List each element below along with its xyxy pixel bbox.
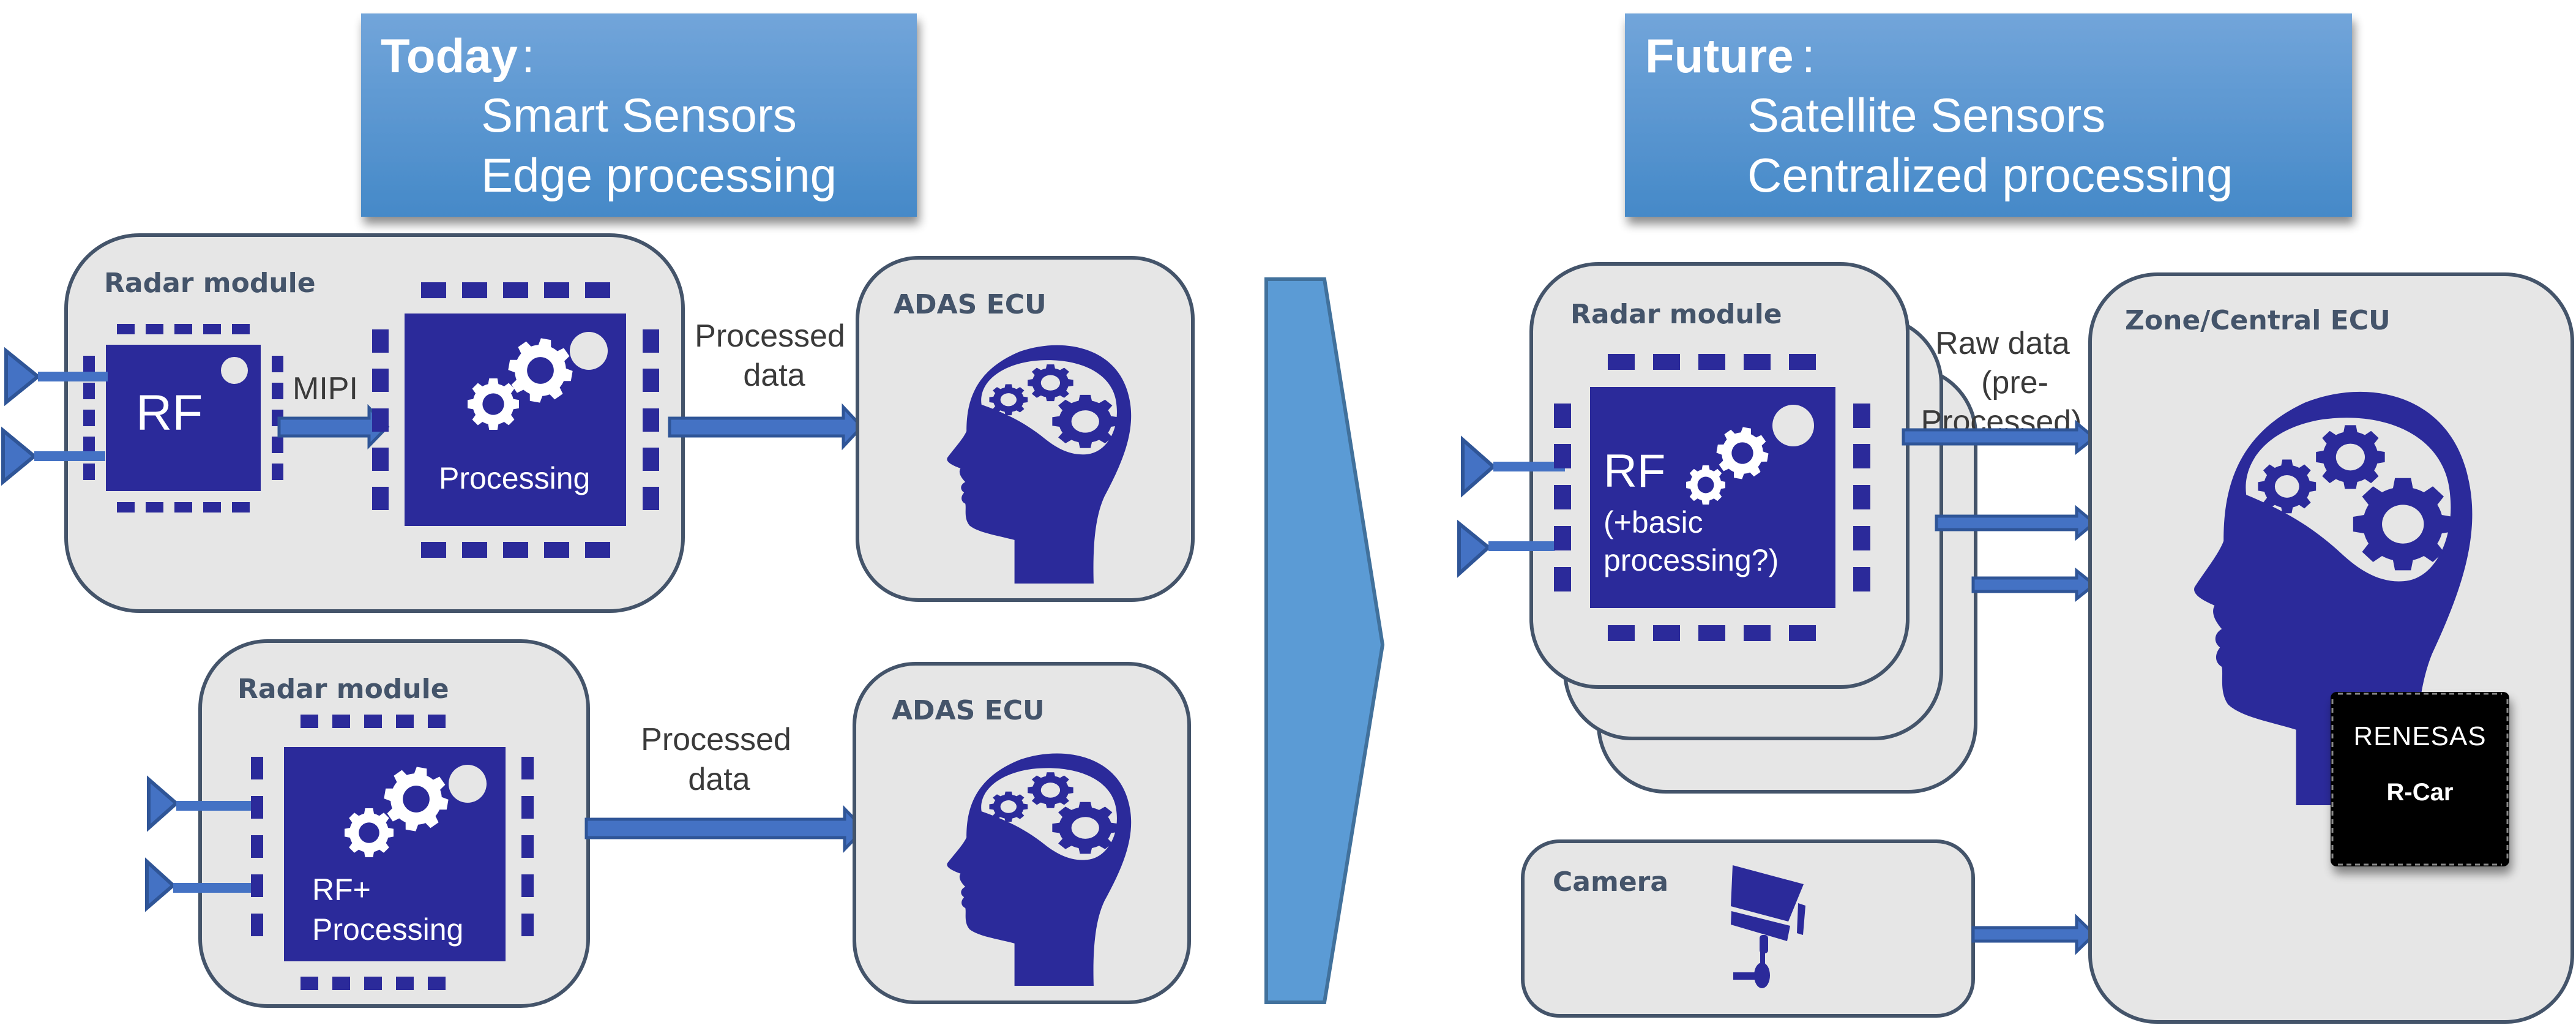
adas-ecu-label-top: ADAS ECU bbox=[894, 289, 1047, 320]
rf-plus-label: RF+ bbox=[312, 873, 371, 907]
basic-label: (+basic bbox=[1603, 505, 1703, 539]
rf-chip bbox=[83, 324, 283, 512]
raw-data-label-2: (pre- bbox=[1981, 365, 2048, 400]
radar-module-label-bottom: Radar module bbox=[237, 674, 449, 705]
renesas-logo-text: RENESAS bbox=[2353, 721, 2486, 751]
zone-central-ecu-label: Zone/Central ECU bbox=[2125, 305, 2391, 336]
mipi-label: MIPI bbox=[293, 371, 358, 407]
mipi-arrow bbox=[277, 404, 390, 450]
antenna-icon bbox=[1461, 435, 1565, 498]
antenna-icon bbox=[147, 775, 253, 832]
rf-chip-label: RF bbox=[136, 385, 203, 441]
processed-data-label-bottom-1: Processed bbox=[641, 722, 791, 757]
renesas-rcar-chip bbox=[2331, 692, 2509, 866]
raw-data-label-1: Raw data bbox=[1935, 326, 2070, 361]
rf-plus-processing-label: Processing bbox=[312, 912, 463, 947]
today-colon: : bbox=[521, 29, 535, 83]
rf-basic-processing-chip bbox=[1554, 354, 1870, 641]
today-line1: Smart Sensors bbox=[481, 88, 797, 142]
processed-data-label-top-2: data bbox=[743, 358, 805, 393]
future-colon: : bbox=[1802, 29, 1815, 83]
raw-data-arrow-2 bbox=[1935, 505, 2097, 541]
processing-chip bbox=[372, 282, 659, 558]
camera-arrow bbox=[1971, 914, 2097, 955]
radar-module-label-top: Radar module bbox=[104, 268, 316, 299]
rf-chip-label-right: RF bbox=[1603, 445, 1665, 497]
processed-data-arrow-top bbox=[668, 403, 864, 451]
raw-data-arrow-1 bbox=[1902, 419, 2097, 456]
rf-processing-chip bbox=[251, 715, 534, 990]
future-header-box bbox=[1625, 13, 2352, 217]
today-title: Today bbox=[381, 29, 518, 83]
today-header-box bbox=[361, 13, 917, 217]
antenna-icon bbox=[1457, 519, 1555, 578]
future-title: Future bbox=[1645, 29, 1794, 83]
radar-module-label-right: Radar module bbox=[1570, 299, 1782, 330]
processing-question-label: processing?) bbox=[1603, 543, 1779, 577]
today-line2: Edge processing bbox=[481, 148, 837, 202]
transition-arrow bbox=[1264, 277, 1385, 1004]
raw-data-arrow-3 bbox=[1971, 567, 2097, 603]
adas-ecu-label-bottom: ADAS ECU bbox=[892, 695, 1045, 726]
security-camera-icon bbox=[1731, 865, 1805, 988]
antenna-icon bbox=[145, 857, 251, 912]
future-line2: Centralized processing bbox=[1747, 148, 2233, 202]
processed-data-label-bottom-2: data bbox=[688, 762, 750, 797]
camera-label: Camera bbox=[1553, 866, 1668, 898]
future-line1: Satellite Sensors bbox=[1747, 88, 2105, 142]
rcar-label: R-Car bbox=[2387, 779, 2454, 806]
processing-chip-label: Processing bbox=[439, 461, 590, 495]
processed-data-arrow-bottom bbox=[584, 805, 867, 854]
processed-data-label-top-1: Processed bbox=[695, 318, 845, 354]
